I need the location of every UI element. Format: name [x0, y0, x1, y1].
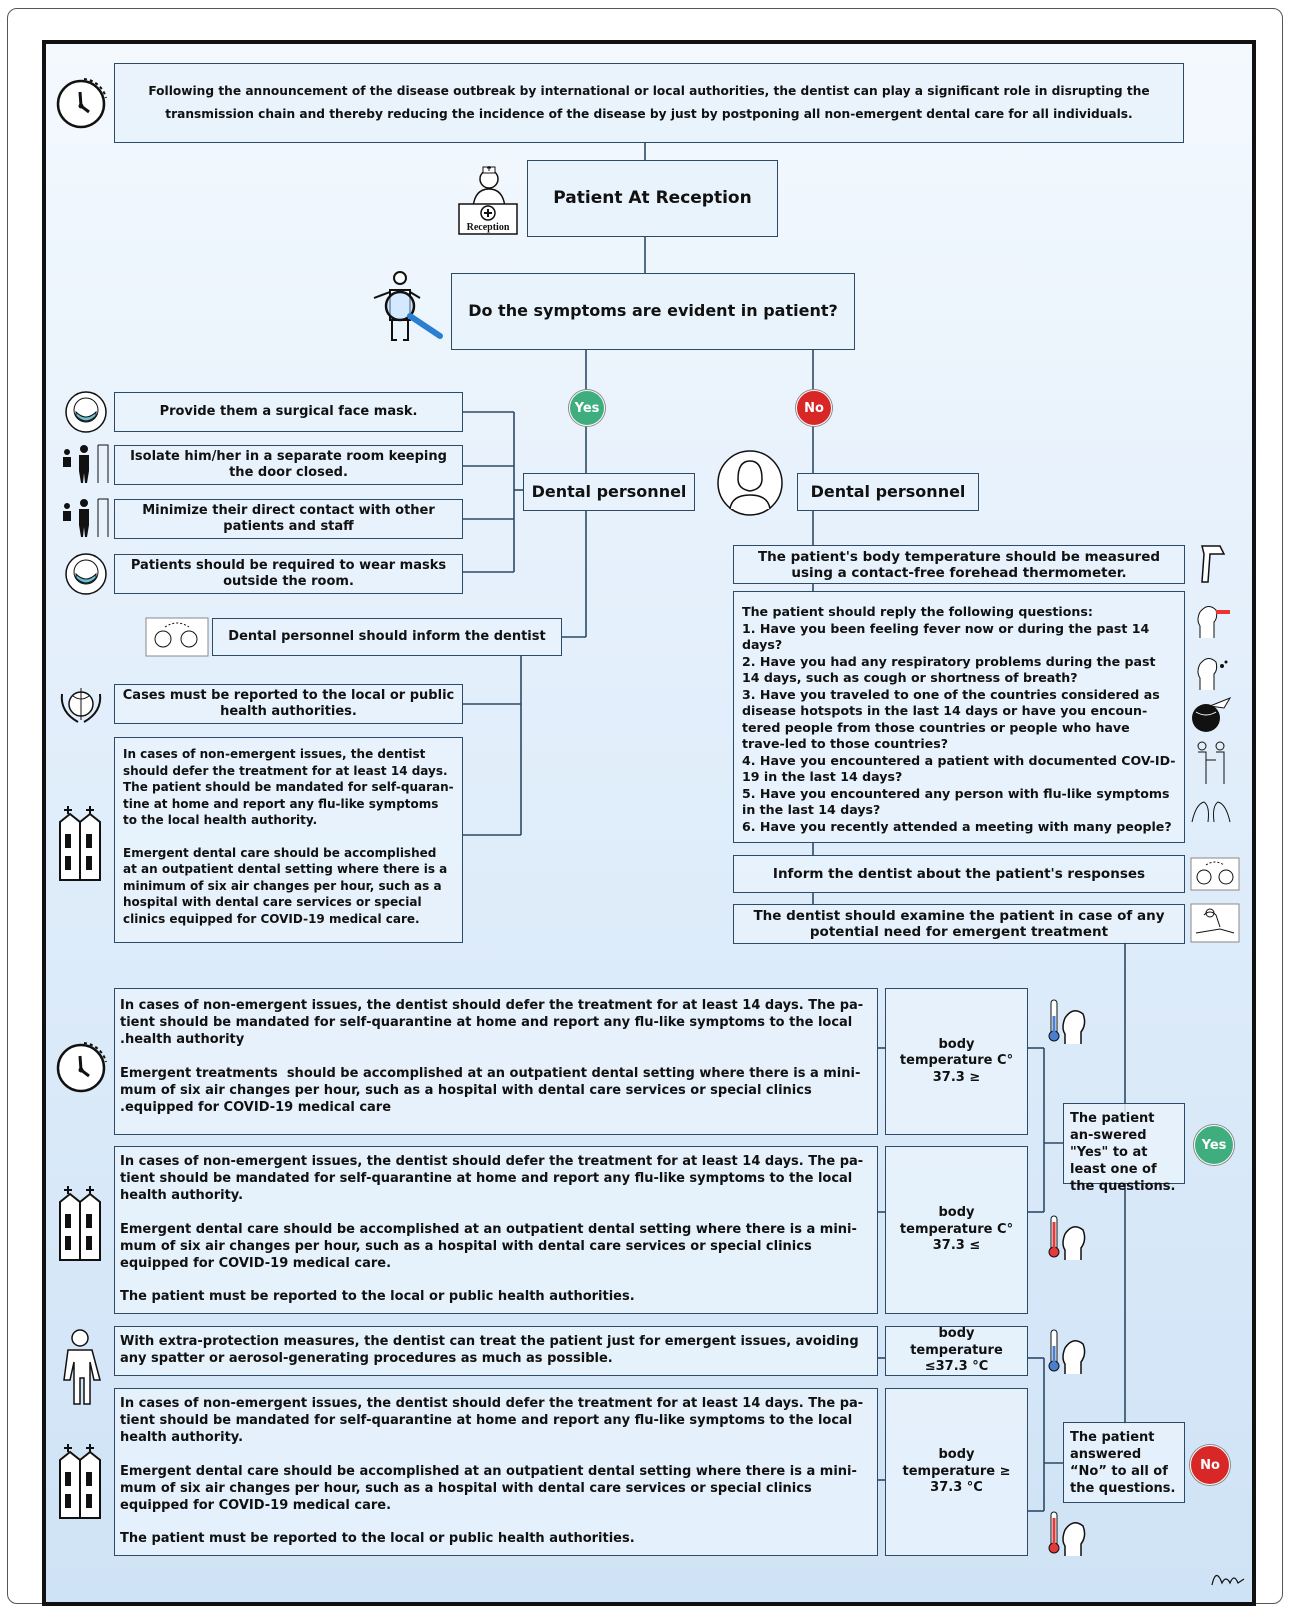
question-2: 2. Have you had any respiratory problems… [742, 653, 1160, 686]
outcome-paragraph: Emergent treatments should be accomplish… [120, 1065, 861, 1116]
thermometer-gun-icon [1201, 545, 1226, 583]
action-label: Isolate him/her in a separate room keepi… [130, 448, 447, 481]
outcome-temp-3: body temperature ≤37.3 °C [885, 1326, 1028, 1376]
no-decision-badge: No [796, 390, 832, 426]
temperature-label: body temperature ≥ 37.3 °C [902, 1447, 1011, 1496]
outcome-paragraph: With extra-protection measures, the dent… [120, 1334, 864, 1367]
report-box: Cases must be reported to the local or p… [114, 684, 463, 724]
conversation-icon [145, 617, 209, 657]
thermometer-head-icon [1048, 1511, 1086, 1556]
examine-label: The dentist should examine the patient i… [753, 908, 1165, 940]
intro-box: Following the announcement of the diseas… [114, 63, 1184, 143]
crowd-icon [1191, 801, 1231, 823]
question-6: 6. Have you recently attended a meeting … [742, 818, 1172, 834]
outcome-text-3: With extra-protection measures, the dent… [114, 1326, 878, 1376]
question-4: 4. Have you encountered a patient with d… [742, 752, 1176, 785]
thermometer-head-icon [1048, 1329, 1086, 1374]
outcome-temp-1: body temperature C° 37.3 ≥ [885, 988, 1028, 1135]
yes-care-box: In cases of non-emergent issues, the den… [114, 737, 463, 943]
action-minimize-contact: Minimize their direct contact with other… [114, 499, 463, 539]
outcome-text-2: In cases of non-emergent issues, the den… [114, 1146, 878, 1314]
globe-plane-icon [1192, 696, 1232, 732]
examine-box: The dentist should examine the patient i… [733, 904, 1185, 944]
outcome-temp-2: body temperature C° 37.3 ≤ [885, 1146, 1028, 1314]
inform-dentist-box: Dental personnel should inform the denti… [212, 618, 562, 656]
face-mask-icon [65, 391, 107, 433]
signature-mark [1211, 1574, 1245, 1586]
action-label: Provide them a surgical face mask. [159, 403, 418, 419]
outcome-paragraph: Emergent dental care should be accomplis… [120, 1221, 857, 1272]
hospital-icon [59, 806, 101, 881]
temperature-label: body temperature C° 37.3 ≤ [899, 1205, 1014, 1254]
answered-no-box: The patient answered “No” to all of the … [1063, 1422, 1185, 1503]
reception-icon-label: Reception [466, 222, 510, 233]
symptom-question: Do the symptoms are evident in patient? [468, 301, 838, 321]
question-5: 5. Have you encountered any person with … [742, 785, 1174, 818]
reception-box: Patient At Reception [527, 160, 778, 237]
isolation-room-icon [63, 444, 109, 483]
report-label: Cases must be reported to the local or p… [122, 687, 455, 720]
dental-personnel-no: Dental personnel [797, 473, 979, 511]
hospital-icon [59, 1444, 101, 1519]
temperature-step-box: The patient's body temperature should be… [733, 545, 1185, 584]
care-paragraph-2: Emergent dental care should be accomplis… [123, 845, 452, 926]
outcome-paragraph: Emergent dental care should be accomplis… [120, 1463, 857, 1514]
answered-yes-label: The patient an-swered "Yes" to at least … [1070, 1111, 1176, 1194]
temperature-step-label: The patient's body temperature should be… [757, 548, 1161, 581]
protective-suit-icon [63, 1329, 101, 1405]
care-paragraph-1: In cases of non-emergent issues, the den… [123, 747, 454, 827]
answered-no-badge: No [1190, 1445, 1230, 1485]
question-1: 1. Have you been feeling fever now or du… [742, 620, 1154, 653]
action-face-mask: Provide them a surgical face mask. [114, 392, 463, 432]
thermometer-head-icon [1048, 999, 1086, 1044]
outcome-text-4: In cases of non-emergent issues, the den… [114, 1388, 878, 1556]
dental-nurse-icon [717, 450, 783, 516]
yes-decision-badge: Yes [569, 390, 605, 426]
answered-yes-badge: Yes [1194, 1125, 1234, 1165]
hospital-icon [59, 1186, 101, 1261]
thermometer-head-icon [1048, 1215, 1086, 1260]
people-contact-icon [1197, 741, 1225, 784]
isolation-room-icon [63, 498, 109, 537]
questions-box: The patient should reply the following q… [733, 591, 1185, 843]
action-label: Patients should be required to wear mask… [130, 557, 447, 590]
who-emblem-icon [60, 688, 102, 723]
personnel-label: Dental personnel [810, 481, 966, 501]
temperature-label: body temperature ≤37.3 °C [910, 1326, 1003, 1375]
dentist-exam-icon [1190, 903, 1240, 943]
temperature-label: body temperature C° 37.3 ≥ [899, 1036, 1014, 1085]
questions-intro: The patient should reply the following q… [742, 604, 1093, 619]
action-wear-masks: Patients should be required to wear mask… [114, 554, 463, 594]
answered-yes-box: The patient an-swered "Yes" to at least … [1063, 1103, 1185, 1194]
clock-icon [56, 1042, 107, 1093]
nurse-reception-icon: Reception [457, 159, 519, 237]
conversation-icon [1190, 857, 1240, 891]
outcome-paragraph: The patient must be reported to the loca… [120, 1531, 635, 1547]
outcome-paragraph: In cases of non-emergent issues, the den… [120, 998, 864, 1048]
symptom-question-box: Do the symptoms are evident in patient? [451, 273, 855, 350]
clock-icon [56, 78, 107, 129]
outcome-paragraph: In cases of non-emergent issues, the den… [120, 1154, 864, 1204]
intro-text: Following the announcement of the diseas… [148, 84, 1150, 121]
answered-no-label: The patient answered “No” to all of the … [1070, 1430, 1176, 1496]
inform-responses-label: Inform the dentist about the patient's r… [772, 865, 1146, 882]
magnifier-person-icon [373, 271, 443, 341]
outcome-text-1: In cases of non-emergent issues, the den… [114, 988, 878, 1135]
inform-responses-box: Inform the dentist about the patient's r… [733, 855, 1185, 893]
fever-person-icon [1197, 606, 1230, 638]
reception-title: Patient At Reception [553, 188, 752, 209]
action-isolate: Isolate him/her in a separate room keepi… [114, 445, 463, 485]
outcome-temp-4: body temperature ≥ 37.3 °C [885, 1388, 1028, 1556]
inform-label: Dental personnel should inform the denti… [228, 628, 546, 644]
dental-personnel-yes: Dental personnel [523, 473, 695, 511]
outcome-paragraph: In cases of non-emergent issues, the den… [120, 1396, 864, 1446]
outcome-paragraph: The patient must be reported to the loca… [120, 1289, 635, 1305]
cough-person-icon [1197, 658, 1228, 690]
question-3: 3. Have you traveled to one of the count… [742, 686, 1165, 752]
action-label: Minimize their direct contact with other… [142, 502, 435, 535]
face-mask-icon [65, 553, 107, 595]
personnel-label: Dental personnel [531, 481, 687, 501]
